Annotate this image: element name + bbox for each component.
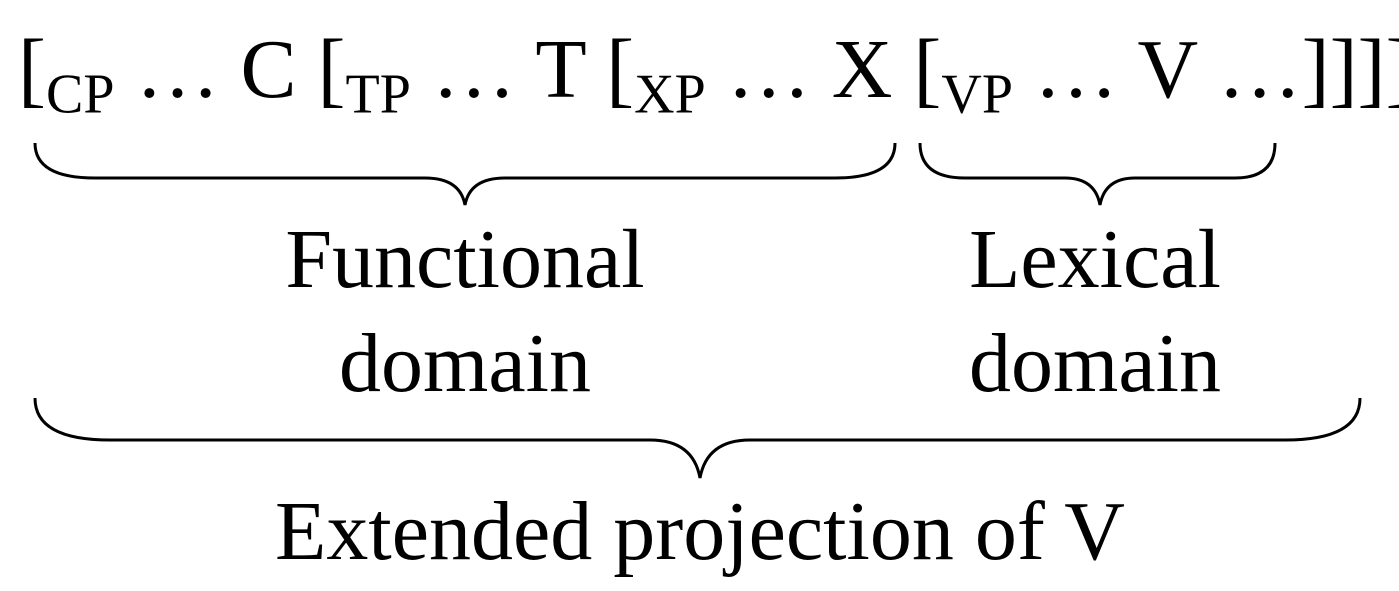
functional-label-line2: domain xyxy=(339,317,591,410)
lexical-label-line1: Lexical xyxy=(969,213,1221,306)
functional-domain-label: Functional domain xyxy=(265,218,665,406)
lexical-domain-label: Lexical domain xyxy=(945,218,1245,406)
extended-projection-label: Extended projection of V xyxy=(275,485,1125,578)
closing-brackets: ]]]] xyxy=(1301,23,1399,116)
cp-content: … C xyxy=(114,23,318,116)
vp-content: … V … xyxy=(1012,23,1302,116)
xp-open-bracket: [ xyxy=(606,23,635,116)
lexical-domain-brace xyxy=(918,142,1277,206)
xp-content: … X xyxy=(705,23,914,116)
tp-content: … T xyxy=(410,23,607,116)
extended-projection-brace xyxy=(33,397,1362,479)
tp-label: TP xyxy=(345,63,411,126)
functional-label-line1: Functional xyxy=(285,213,645,306)
vp-label: VP xyxy=(941,63,1013,126)
vp-open-bracket: [ xyxy=(913,23,942,116)
bracketed-structure: [CP … C [TP … T [XP … X [VP … V …]]]] xyxy=(18,28,1399,123)
cp-open-bracket: [ xyxy=(18,23,46,116)
tp-open-bracket: [ xyxy=(317,23,346,116)
cp-label: CP xyxy=(45,63,115,126)
xp-label: XP xyxy=(634,63,706,126)
functional-domain-brace xyxy=(33,142,897,206)
lexical-label-line2: domain xyxy=(969,317,1221,410)
